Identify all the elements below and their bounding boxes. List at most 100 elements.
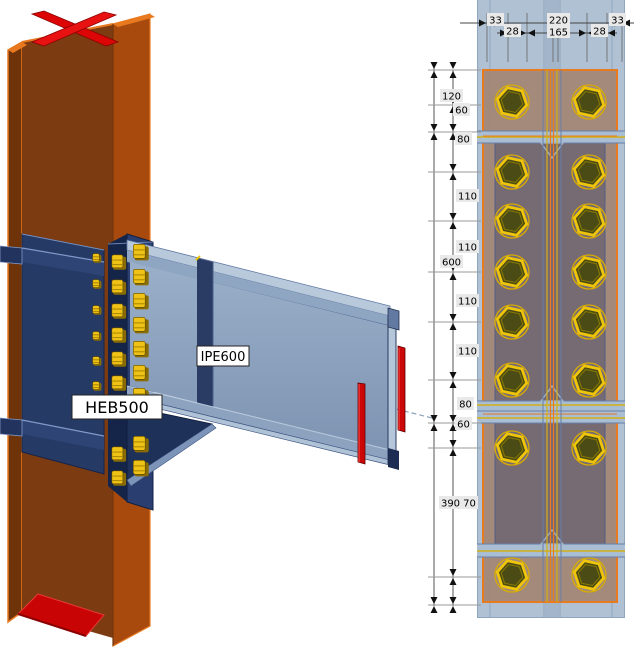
bolt-3d [133, 244, 149, 261]
dim-28-right: 28 [593, 27, 606, 38]
bolt-washer [494, 254, 530, 290]
dim-arrow [449, 314, 457, 321]
bolt-2d [571, 557, 607, 593]
top-stiffener [22, 248, 104, 276]
bolt-2d [494, 154, 530, 190]
red-marker [397, 345, 406, 433]
bolt-3d [111, 279, 127, 295]
bolt-washer [571, 84, 607, 120]
bolt-2d [494, 254, 530, 290]
weld-mark [195, 255, 201, 261]
bolt-3d [133, 268, 149, 286]
dim-165: 165 [549, 28, 568, 39]
beam-bottom-flange-face [127, 386, 390, 460]
top-cross-marker [30, 10, 120, 47]
beam-web [130, 262, 390, 450]
web-centre-lines [542, 70, 562, 602]
bolt-grid-2d [494, 84, 607, 593]
bolt-3d [92, 356, 102, 366]
dim-220: 220 [549, 16, 568, 27]
bolt-3d [111, 446, 127, 462]
bolt-2d [494, 362, 530, 398]
dim-arrow [430, 71, 438, 78]
bolt-hex-inner [500, 260, 524, 284]
bolt-head [133, 340, 146, 356]
top-stiffener-wing [0, 245, 23, 265]
bolt-3d [133, 340, 149, 358]
bolt-hex-inner [577, 209, 601, 233]
bolt-washer [494, 84, 530, 120]
bolt-2d [494, 430, 530, 466]
bolt-2d [494, 203, 530, 239]
dim-390: 390 [441, 499, 460, 510]
dimension-graphics [428, 13, 634, 613]
dim-arrow [430, 415, 438, 422]
dim-600: 600 [442, 258, 461, 269]
dim-80-a: 80 [457, 135, 470, 146]
base-marker-edge [17, 613, 87, 637]
dim-arrow [449, 424, 457, 431]
haunch-flange [126, 423, 217, 487]
dim-arrow [449, 133, 457, 140]
dim-arrow [449, 440, 457, 447]
dim-28-left: 28 [506, 27, 519, 38]
dim-110-c: 110 [458, 297, 477, 308]
dim-arrow [430, 62, 438, 69]
bolt-3d [111, 303, 127, 319]
bolt-hex-inner [500, 160, 524, 184]
bolt-washer [571, 203, 607, 239]
dim-arrow [608, 29, 615, 37]
dim-80-b: 80 [459, 400, 472, 411]
dim-arrow [623, 19, 630, 27]
dim-arrow [449, 71, 457, 78]
bolt-3d [133, 435, 149, 453]
bolt-washer [494, 430, 530, 466]
bolt-hex-inner [577, 90, 601, 114]
bolt-2d [494, 304, 530, 340]
dim-60-b: 60 [457, 420, 470, 431]
dim-arrow [479, 19, 486, 27]
bolt-washer [494, 154, 530, 190]
bottom-stiffener [22, 420, 104, 450]
bolt-head [92, 279, 100, 288]
bolt-washer [571, 254, 607, 290]
bolt-hex-inner [500, 90, 524, 114]
bolt-hex-inner [500, 436, 524, 460]
bolt-3d [111, 375, 127, 391]
bolt-head [111, 351, 124, 366]
label-box [196, 345, 250, 367]
red-marker [357, 382, 366, 465]
dim-arrow [449, 222, 457, 229]
bolt-hex-inner [577, 310, 601, 334]
bolt-hex-inner [500, 368, 524, 392]
bolt-head [133, 244, 146, 259]
stiffener-edge [21, 419, 105, 437]
dim-60-a: 60 [455, 106, 468, 117]
bolt-3d [92, 253, 102, 263]
dim-arrow [430, 424, 438, 431]
bolt-hex-inner [577, 160, 601, 184]
bolt-3d [92, 279, 102, 289]
bolt-head [92, 356, 100, 365]
dim-arrow [449, 415, 457, 422]
dim-arrow [449, 597, 457, 604]
dim-arrow [449, 62, 457, 69]
dim-33-left: 33 [489, 16, 502, 27]
bolt-hex-inner [577, 563, 601, 587]
column-left-flange-cap [8, 42, 27, 53]
view-3d: HEB500 IPE600 [0, 10, 433, 648]
bolt-washer [571, 430, 607, 466]
label-box [71, 394, 163, 420]
bolt-3d [92, 305, 102, 315]
end-plate-side [108, 234, 127, 502]
dim-120: 120 [442, 92, 461, 103]
bolt-head [111, 446, 124, 461]
bolt-head [133, 364, 146, 380]
bolt-3d [92, 331, 102, 341]
bolt-head [92, 305, 100, 314]
bolt-3d [111, 470, 127, 486]
bolt-2d [494, 84, 530, 120]
bolt-washer [571, 154, 607, 190]
